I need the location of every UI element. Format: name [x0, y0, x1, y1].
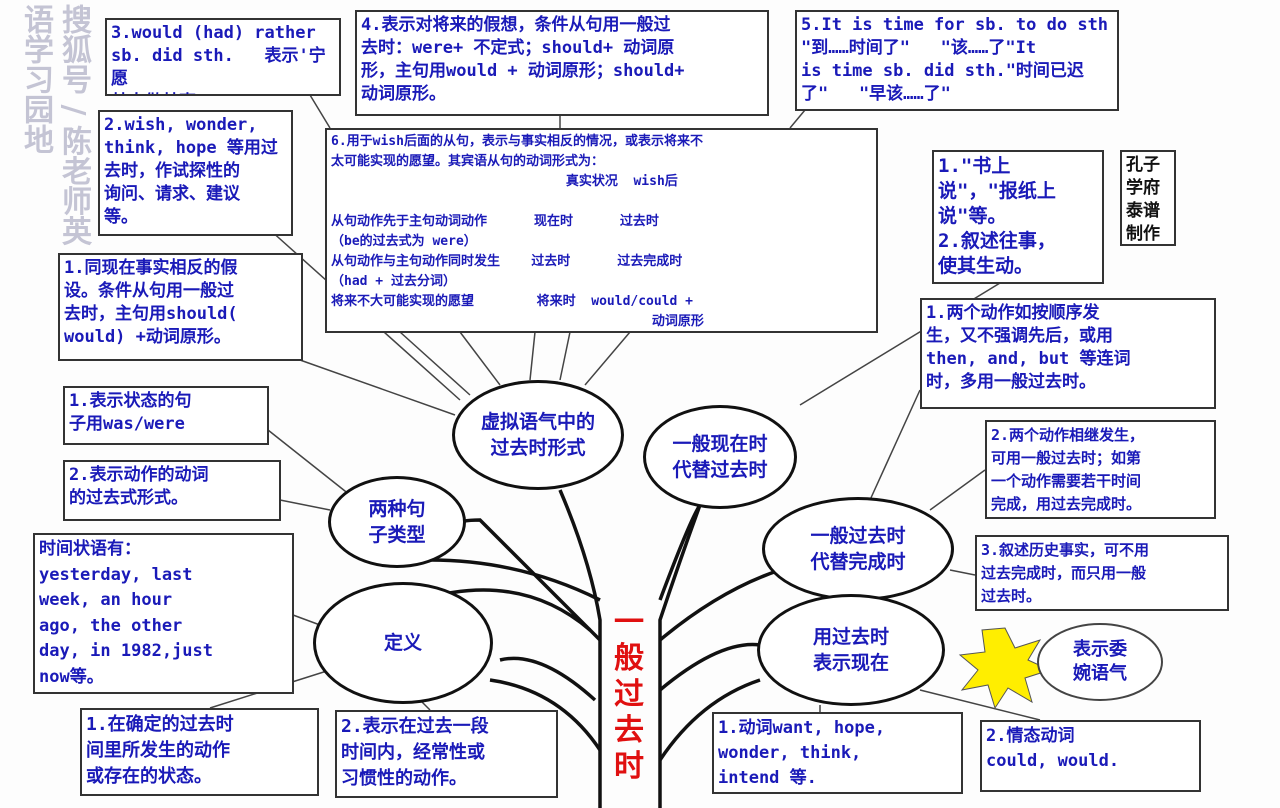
cloud-shape — [1037, 623, 1163, 701]
box-state: 1.表示状态的句 子用was/were — [63, 386, 269, 445]
box-future-hypothesis: 4.表示对将来的假想，条件从句用一般过 去时：were+ 不定式；should+… — [355, 10, 769, 116]
star-burst — [958, 627, 1052, 710]
box-contrary-to-fact: 1.同现在事实相反的假 设。条件从句用一般过 去时，主句用should( wou… — [58, 253, 303, 361]
node-polite-tone: 表示委 婉语气 — [1073, 639, 1127, 684]
box-it-is-time: 5.It is time for sb. to do sth "到……时间了" … — [795, 10, 1119, 111]
box-wish-clause: 6.用于wish后面的从句，表示与事实相反的情况，或表示将来不 太可能实现的愿望… — [325, 128, 878, 333]
credit-label: 孔子 学府 泰谱 制作 — [1120, 150, 1176, 246]
box-modal-verbs: 2.情态动词 could, would. — [980, 720, 1201, 792]
box-narrate: 1."书上 说"，"报纸上 说"等。 2.叙述往事， 使其生动。 — [932, 150, 1104, 284]
box-succession: 2.两个动作相继发生， 可用一般过去时；如第 一个动作需要若干时间 完成，用过去… — [985, 420, 1216, 519]
node-subjunctive: 虚拟语气中的 过去时形式 — [452, 380, 624, 490]
box-would-rather: 3.would (had) rather sb. did sth. 表示'宁愿 … — [105, 18, 341, 96]
node-present-for-past: 一般现在时 代替过去时 — [643, 405, 797, 509]
box-definition-2: 2.表示在过去一段 时间内，经常性或 习惯性的动作。 — [335, 710, 558, 798]
box-verbs: 1.动词want, hope, wonder, think, intend 等. — [712, 712, 963, 794]
box-time-adverbials: 时间状语有： yesterday, last week, an hour ago… — [33, 533, 294, 694]
box-action: 2.表示动作的动词 的过去式形式。 — [63, 460, 281, 521]
node-past-for-present: 用过去时 表示现在 — [757, 594, 945, 706]
node-two-sentence-types: 两种句 子类型 — [328, 476, 466, 568]
node-past-for-perfect: 一般过去时 代替完成时 — [762, 497, 954, 601]
box-definition-1: 1.在确定的过去时 间里所发生的动作 或存在的状态。 — [80, 708, 319, 796]
box-history: 3.叙述历史事实，可不用 过去完成时，而只用一般 过去时。 — [975, 535, 1229, 611]
node-definition: 定义 — [313, 582, 493, 704]
box-sequence: 1.两个动作如按顺序发 生，又不强调先后，或用 then, and, but 等… — [920, 298, 1216, 409]
center-topic: 一般过去时 — [614, 605, 644, 784]
watermark: 搜狐号 / 陈老师英语学习园地 — [18, 4, 91, 246]
box-wish-wonder: 2.wish, wonder, think, hope 等用过 去时，作试探性的… — [98, 110, 293, 236]
